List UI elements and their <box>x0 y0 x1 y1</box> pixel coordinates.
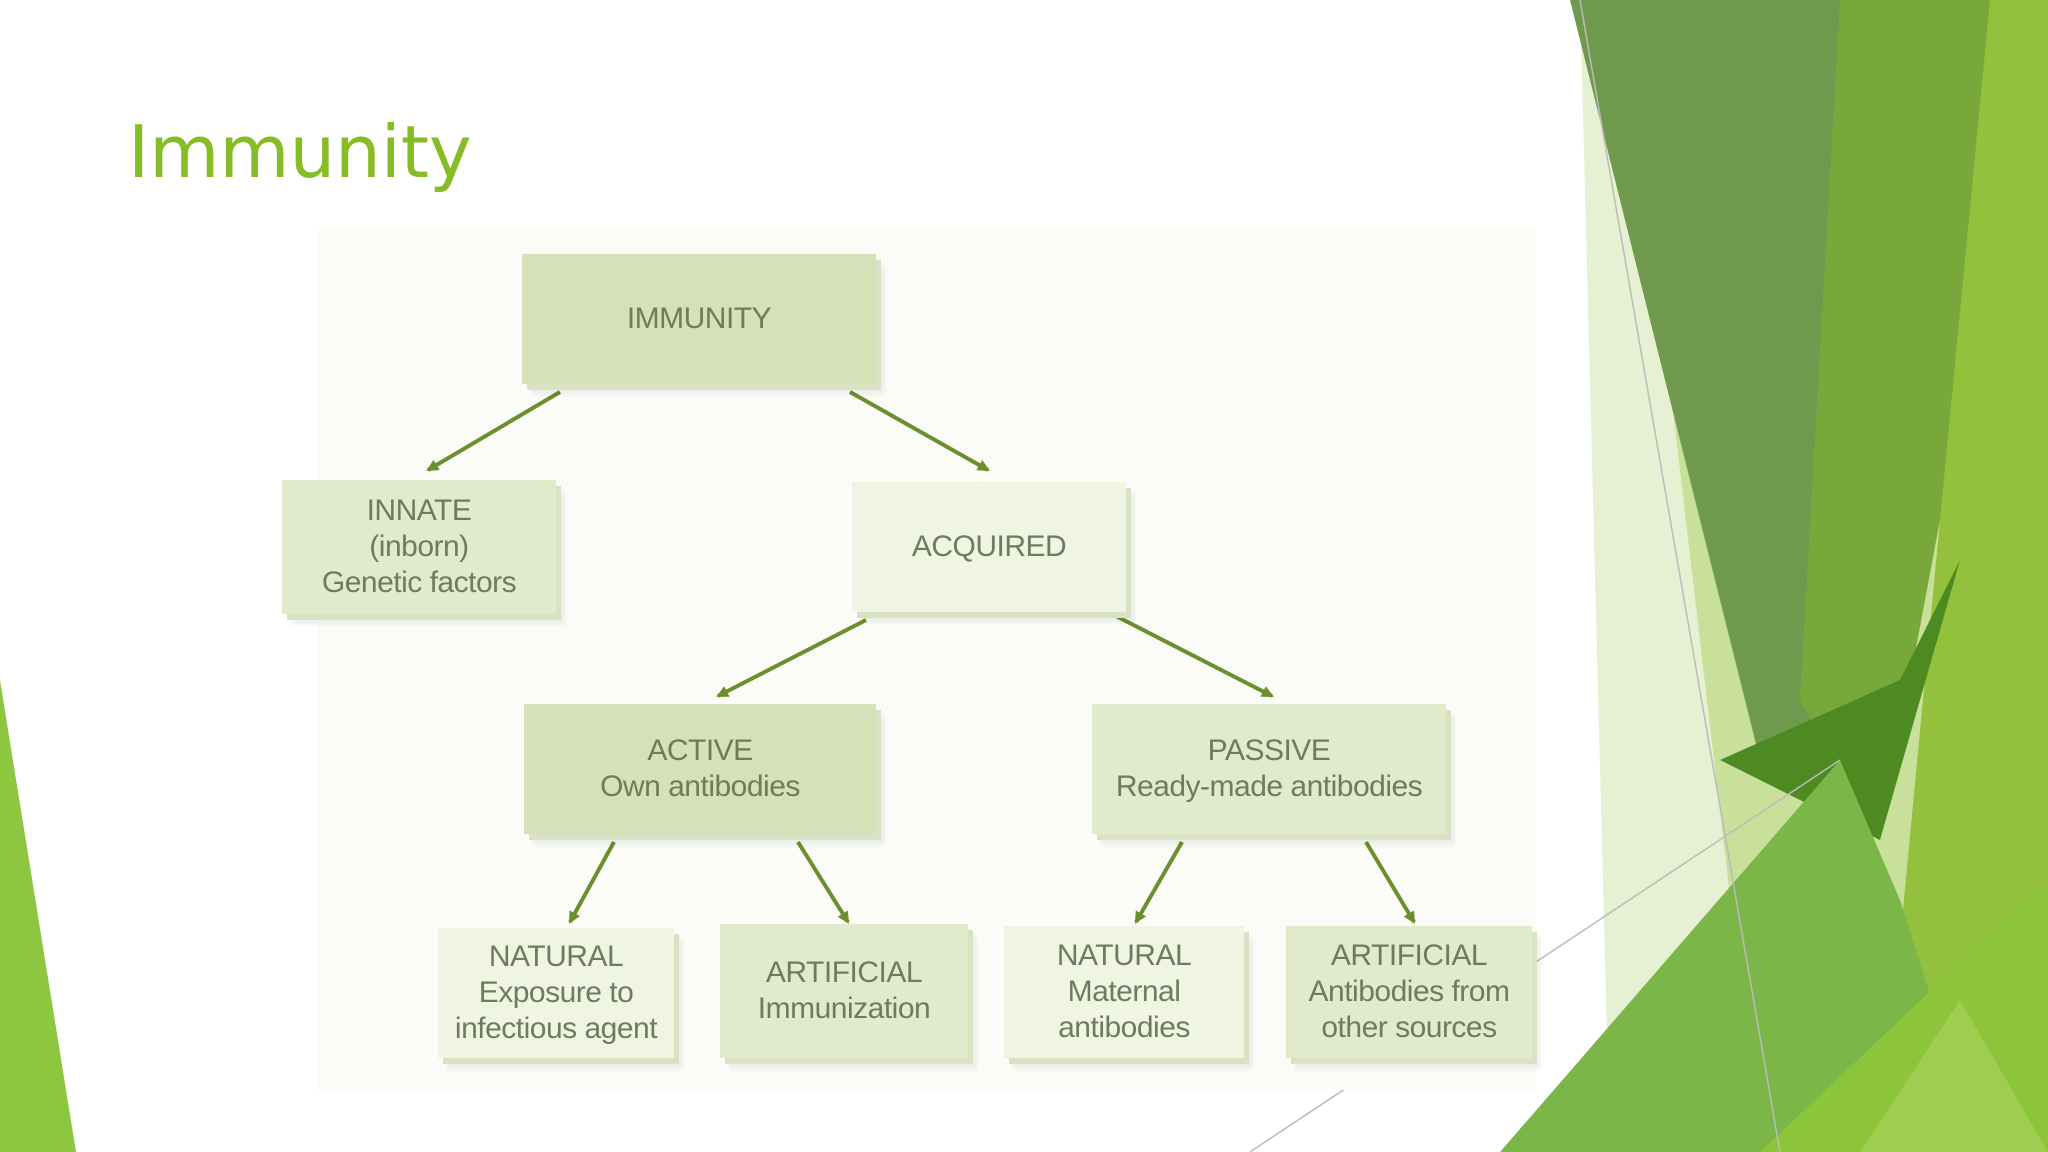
bottom-facet-soft <box>1860 1000 2048 1152</box>
right-facet-mid <box>1800 0 2000 840</box>
bottom-facet-green <box>1500 760 1980 1152</box>
node-passive-artificial: ARTIFICIAL Antibodies from other sources <box>1286 926 1532 1058</box>
node-active-artificial: ARTIFICIAL Immunization <box>720 924 968 1058</box>
node-innate-line1: INNATE <box>366 494 472 527</box>
node-acquired-line1: ACQUIRED <box>911 530 1067 563</box>
thin-line-a <box>1579 0 1781 1152</box>
node-passive-line1: PASSIVE <box>1207 734 1331 767</box>
node-passive-natural: NATURAL Maternal antibodies <box>1004 926 1244 1058</box>
node-passive-natural-line1: NATURAL <box>1056 939 1192 972</box>
node-active: ACTIVE Own antibodies <box>524 704 876 834</box>
node-passive-artificial-line2: Antibodies from <box>1308 975 1510 1008</box>
arrow-passive-natural <box>1134 841 1184 924</box>
right-facet-dark-top <box>1570 0 1880 840</box>
node-passive-artificial-line1: ARTIFICIAL <box>1330 939 1488 972</box>
node-immunity-line1: IMMUNITY <box>626 302 772 335</box>
arrow-active-artificial <box>796 840 850 924</box>
node-innate-line2: (inborn) <box>369 530 469 563</box>
node-active-natural-line1: NATURAL <box>488 940 624 973</box>
node-innate: INNATE (inborn) Genetic factors <box>282 480 556 614</box>
left-accent-shape <box>0 680 76 1152</box>
node-acquired: ACQUIRED <box>852 482 1126 612</box>
node-active-artificial-line2: Immunization <box>757 992 931 1025</box>
node-passive: PASSIVE Ready-made antibodies <box>1092 704 1446 834</box>
node-active-natural-line3: infectious agent <box>454 1012 658 1045</box>
right-facet-deep <box>1720 560 1960 840</box>
node-active-natural: NATURAL Exposure to infectious agent <box>438 928 674 1058</box>
node-active-line2: Own antibodies <box>600 770 800 803</box>
node-innate-line3: Genetic factors <box>321 566 517 599</box>
arrow-passive-artificial <box>1364 840 1416 924</box>
node-active-artificial-line1: ARTIFICIAL <box>765 956 923 989</box>
node-passive-natural-line2: Maternal <box>1067 975 1181 1008</box>
node-passive-natural-line3: antibodies <box>1058 1011 1190 1044</box>
arrow-immunity-innate <box>426 390 562 472</box>
arrow-active-natural <box>568 841 616 924</box>
arrow-acquired-active <box>716 618 867 698</box>
arrow-acquired-passive <box>1111 612 1274 698</box>
node-passive-artificial-line3: other sources <box>1321 1011 1497 1044</box>
node-immunity: IMMUNITY <box>522 254 876 384</box>
arrow-immunity-acquired <box>849 390 990 472</box>
node-active-natural-line2: Exposure to <box>478 976 634 1009</box>
node-passive-line2: Ready-made antibodies <box>1115 770 1423 803</box>
slide-title: Immunity <box>128 110 472 194</box>
right-facet-bright <box>1880 0 2048 1152</box>
node-active-line1: ACTIVE <box>647 734 753 767</box>
